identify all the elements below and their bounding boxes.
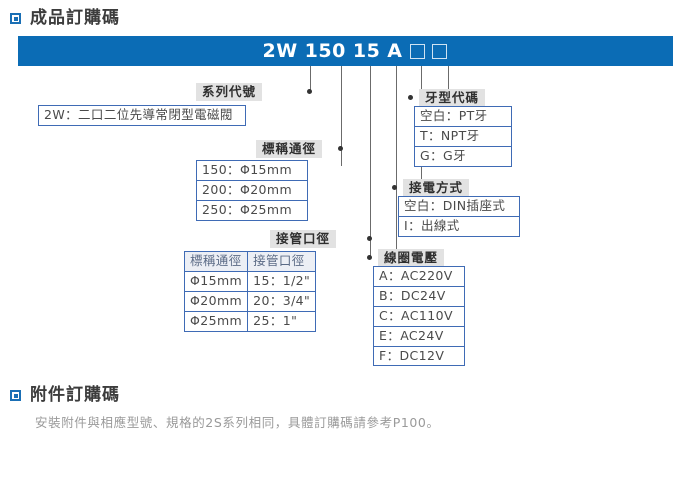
- table-pipe-port: 標稱通徑 接管口徑 Φ15mm 15：1/2" Φ20mm 20：3/4" Φ2…: [183, 251, 317, 332]
- code-segment-voltage: A: [387, 40, 403, 62]
- label-wiring-method: 接電方式: [403, 179, 470, 198]
- option-thread-blank: 空白：PT牙: [415, 107, 511, 127]
- header-nominal-bore: 標稱通徑: [183, 251, 249, 272]
- option-voltage-c: C：AC110V: [374, 307, 464, 327]
- code-string: 2W 150 15 A: [18, 36, 673, 66]
- table-row: Φ20mm 20：3/4": [183, 290, 317, 312]
- label-pipe-port: 接管口徑: [270, 230, 337, 249]
- code-segment-series: 2W: [262, 40, 298, 62]
- table-row: Φ25mm 25：1": [183, 310, 317, 332]
- table-header-row: 標稱通徑 接管口徑: [183, 251, 317, 272]
- option-voltage-b: B：DC24V: [374, 287, 464, 307]
- cell-port-25: 25：1": [247, 310, 317, 332]
- option-wiring-blank: 空白：DIN插座式: [399, 197, 519, 217]
- label-nominal-bore: 標稱通徑: [256, 140, 323, 159]
- label-thread-type: 牙型代碼: [419, 89, 486, 108]
- code-segment-port: 15: [352, 40, 381, 62]
- section-heading-accessory: 附件訂購碼: [10, 387, 120, 404]
- optionbox-thread-type: 空白：PT牙 T：NPT牙 G：G牙: [414, 106, 512, 167]
- cell-bore-20: Φ20mm: [183, 290, 249, 312]
- code-bar: 2W 150 15 A: [18, 36, 673, 66]
- leader-dot-thread: [408, 95, 413, 100]
- label-coil-voltage: 線圈電壓: [378, 249, 445, 268]
- option-voltage-a: A：AC220V: [374, 267, 464, 287]
- cell-bore-25: Φ25mm: [183, 310, 249, 332]
- accessory-note-text: 安裝附件與相應型號、規格的2S系列相同，具體訂購碼請參考P100。: [35, 415, 440, 430]
- cell-port-20: 20：3/4": [247, 290, 317, 312]
- cell-bore-15: Φ15mm: [183, 270, 249, 292]
- leader-dot-series: [307, 89, 312, 94]
- leader-dot-bore: [338, 146, 343, 151]
- leader-dot-wiring: [392, 185, 397, 190]
- leader-line-series: [310, 66, 311, 92]
- leader-line-thread: [448, 66, 449, 95]
- option-bore-250: 250：Φ25mm: [202, 201, 293, 217]
- code-segment-wiring-placeholder: [409, 43, 425, 59]
- optionbox-wiring-method: 空白：DIN插座式 I：出線式: [398, 196, 520, 237]
- leader-dot-voltage: [367, 255, 372, 260]
- section-title-accessory: 附件訂購碼: [30, 385, 120, 405]
- section-title-product: 成品訂購碼: [30, 8, 120, 28]
- optionbox-coil-voltage: A：AC220V B：DC24V C：AC110V E：AC24V F：DC12…: [373, 266, 465, 367]
- cell-port-15: 15：1/2": [247, 270, 317, 292]
- section-heading-product: 成品訂購碼: [10, 10, 120, 27]
- optionbox-nominal-bore: 150：Φ15mm 200：Φ20mm 250：Φ25mm: [196, 160, 308, 221]
- code-segment-bore: 150: [304, 40, 346, 62]
- option-voltage-f: F：DC12V: [379, 347, 445, 363]
- option-bore-150: 150：Φ15mm: [197, 161, 307, 181]
- option-wiring-i: I：出線式: [404, 217, 460, 233]
- leader-dot-port: [367, 236, 372, 241]
- table-row: Φ15mm 15：1/2": [183, 270, 317, 292]
- option-bore-200: 200：Φ20mm: [197, 181, 307, 201]
- leader-line-port: [370, 66, 371, 256]
- label-series-code: 系列代號: [196, 83, 263, 102]
- square-bullet-icon: [10, 390, 21, 401]
- option-thread-g: G：G牙: [420, 147, 466, 163]
- optionbox-series: 2W：二口二位先導常閉型電磁閥: [38, 105, 246, 126]
- header-port-size: 接管口徑: [247, 251, 317, 272]
- code-segment-thread-placeholder: [431, 43, 447, 59]
- option-series-2w: 2W：二口二位先導常閉型電磁閥: [44, 107, 233, 122]
- option-voltage-e: E：AC24V: [374, 327, 464, 347]
- leader-line-bore: [341, 66, 342, 166]
- square-bullet-icon: [10, 13, 21, 24]
- option-thread-npt: T：NPT牙: [415, 127, 511, 147]
- leader-line-voltage: [396, 66, 397, 256]
